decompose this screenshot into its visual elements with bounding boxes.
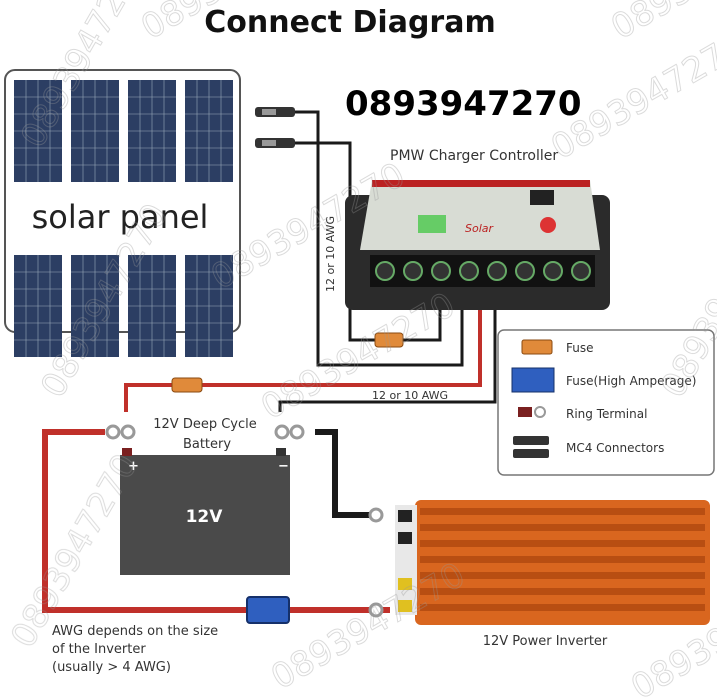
fuse-icon xyxy=(374,332,404,348)
note-line3: (usually > 4 AWG) xyxy=(52,660,171,675)
controller-terminal xyxy=(459,261,479,281)
battery-label-line1: 12V Deep Cycle xyxy=(153,417,257,432)
controller-terminal xyxy=(487,261,507,281)
note-line2: of the Inverter xyxy=(52,642,146,657)
controller-terminal xyxy=(375,261,395,281)
legend-high-fuse: Fuse(High Amperage) xyxy=(566,374,696,388)
ring-terminal-icon xyxy=(105,424,384,618)
high-amperage-fuse-icon xyxy=(246,596,290,624)
power-inverter: 12V Power Inverter xyxy=(395,500,710,649)
watermark-text: 0893947270 xyxy=(605,0,717,48)
watermark-text: 0893947270 xyxy=(265,555,472,698)
phone-number: 0893947270 xyxy=(345,84,582,124)
fuse-icon xyxy=(171,377,203,393)
legend-mc4: MC4 Connectors xyxy=(566,441,664,455)
battery-minus: − xyxy=(278,459,289,474)
controller-terminal xyxy=(571,261,591,281)
inverter-label: 12V Power Inverter xyxy=(483,634,608,649)
diagram-title: Connect Diagram xyxy=(204,5,495,40)
mc4-connector-icon xyxy=(255,107,295,148)
legend-ring-terminal: Ring Terminal xyxy=(566,407,647,421)
wire-label-horizontal: 12 or 10 AWG xyxy=(372,389,448,402)
solar-panel: solar panel xyxy=(4,69,241,357)
controller-terminal xyxy=(543,261,563,281)
wires xyxy=(42,110,497,613)
solar-panel-label: solar panel xyxy=(32,198,209,236)
charge-controller: Solar xyxy=(345,180,610,310)
controller-terminal xyxy=(431,261,451,281)
controller-terminal xyxy=(515,261,535,281)
battery-plus: + xyxy=(128,459,139,474)
controller-label: PMW Charger Controller xyxy=(390,148,558,164)
wire-label-vertical: 12 or 10 AWG xyxy=(324,216,337,292)
battery: 12V Deep Cycle Battery + − 12V xyxy=(120,417,290,575)
controller-terminal xyxy=(403,261,423,281)
battery-label-line2: Battery xyxy=(183,437,231,452)
legend: Fuse Fuse(High Amperage) Ring Terminal M… xyxy=(497,329,715,476)
battery-voltage: 12V xyxy=(186,507,224,527)
legend-fuse: Fuse xyxy=(566,341,594,355)
controller-brand: Solar xyxy=(465,222,495,235)
note-line1: AWG depends on the size xyxy=(52,624,218,639)
